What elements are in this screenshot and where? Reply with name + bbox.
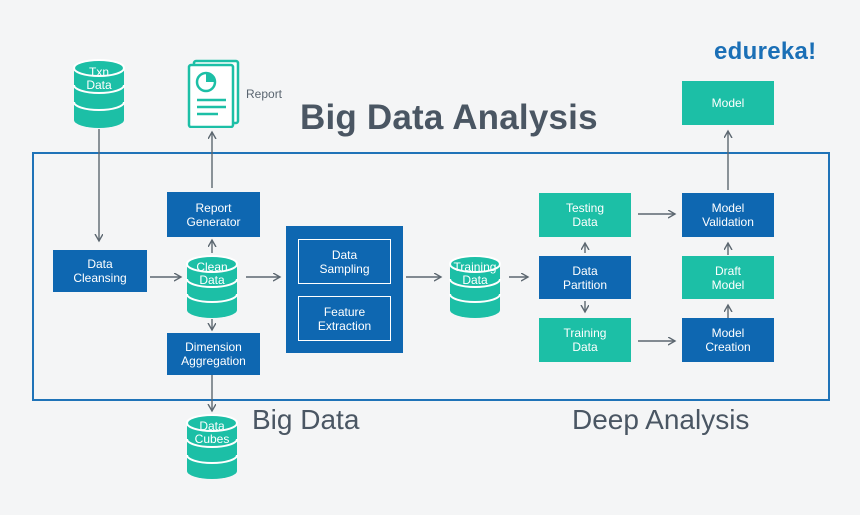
report-label: Report bbox=[246, 87, 283, 101]
database-icon bbox=[73, 59, 125, 128]
txn-data-label: Txn Data bbox=[86, 65, 112, 92]
sampling-extraction-group: Data Sampling Feature Extraction bbox=[286, 226, 403, 353]
database-icon bbox=[186, 255, 238, 318]
outer-frame bbox=[32, 152, 830, 401]
edureka-logo: edureka! bbox=[714, 38, 817, 65]
dimension-aggregation-box: Dimension Aggregation bbox=[167, 333, 260, 375]
clean-data-database: Clean Data bbox=[184, 254, 240, 320]
data-cubes-database: Data Cubes bbox=[184, 413, 240, 481]
model-creation-box: Model Creation bbox=[682, 318, 774, 362]
model-validation-box: Model Validation bbox=[682, 193, 774, 237]
draft-model-box: Draft Model bbox=[682, 256, 774, 299]
section-label-deep-analysis: Deep Analysis bbox=[572, 404, 750, 435]
report-generator-box: Report Generator bbox=[167, 192, 260, 237]
data-partition-box: Data Partition bbox=[539, 256, 631, 299]
training-data-database: Training Data bbox=[447, 254, 503, 320]
data-sampling-box: Data Sampling bbox=[298, 239, 391, 284]
data-cleansing-box: Data Cleansing bbox=[53, 250, 147, 292]
training-data-box: Training Data bbox=[539, 318, 631, 362]
txn-data-database: Txn Data bbox=[71, 58, 127, 130]
report-document-icon bbox=[186, 58, 242, 129]
feature-extraction-box: Feature Extraction bbox=[298, 296, 391, 341]
clean-data-label: Clean Data bbox=[196, 260, 228, 287]
database-icon bbox=[186, 414, 238, 479]
training-data-db-label: Training Data bbox=[453, 260, 497, 287]
section-label-big-data: Big Data bbox=[252, 404, 360, 435]
data-cubes-label: Data Cubes bbox=[194, 419, 230, 446]
page-title: Big Data Analysis bbox=[300, 98, 598, 137]
model-box: Model bbox=[682, 81, 774, 125]
database-icon bbox=[449, 255, 501, 318]
testing-data-box: Testing Data bbox=[539, 193, 631, 237]
